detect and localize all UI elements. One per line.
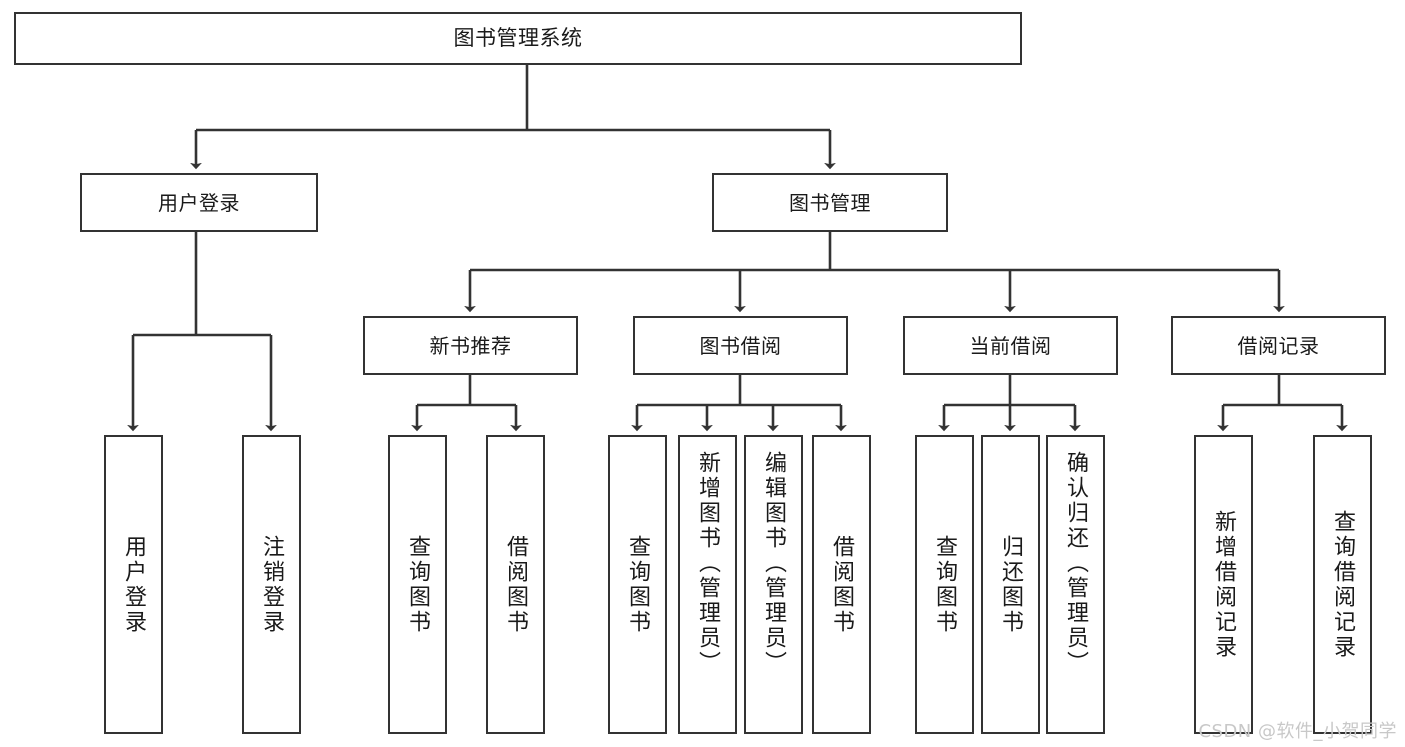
node-label: 查询图书: [625, 534, 651, 635]
node-label: 查询借阅记录: [1330, 509, 1356, 660]
leaf-borrow-query-book[interactable]: 查询图书: [608, 435, 667, 734]
node-label: 借阅记录: [1237, 333, 1320, 358]
leaf-borrow-borrow-book[interactable]: 借阅图书: [812, 435, 871, 734]
leaf-current-confirm-return-admin[interactable]: 确认归还（管理员）: [1046, 435, 1105, 734]
node-book-management[interactable]: 图书管理: [712, 173, 948, 232]
node-label: 用户登录: [158, 190, 240, 215]
leaf-borrow-add-book-admin[interactable]: 新增图书（管理员）: [678, 435, 737, 734]
node-label: 新增借阅记录: [1211, 509, 1237, 660]
leaf-user-login-signout[interactable]: 注销登录: [242, 435, 301, 734]
node-label: 当前借阅: [969, 333, 1052, 358]
node-label: 查询图书: [932, 534, 958, 635]
node-label: 查询图书: [405, 534, 431, 635]
node-label: 借阅图书: [829, 534, 855, 635]
leaf-recommend-query-book[interactable]: 查询图书: [388, 435, 447, 734]
leaf-recommend-borrow-book[interactable]: 借阅图书: [486, 435, 545, 734]
node-label: 新增图书（管理员）: [695, 451, 721, 676]
node-user-login[interactable]: 用户登录: [80, 173, 318, 232]
leaf-current-query-book[interactable]: 查询图书: [915, 435, 974, 734]
node-label: 新书推荐: [429, 333, 512, 358]
node-label: 图书借阅: [699, 333, 782, 358]
node-label: 图书管理系统: [453, 25, 583, 50]
node-new-book-recommend[interactable]: 新书推荐: [363, 316, 578, 375]
node-current-borrow[interactable]: 当前借阅: [903, 316, 1118, 375]
leaf-user-login-signin[interactable]: 用户登录: [104, 435, 163, 734]
node-label: 注销登录: [259, 534, 285, 635]
node-root-system[interactable]: 图书管理系统: [14, 12, 1022, 65]
leaf-current-return-book[interactable]: 归还图书: [981, 435, 1040, 734]
csdn-watermark: CSDN @软件_小贺同学: [1198, 721, 1397, 742]
node-borrow-records[interactable]: 借阅记录: [1171, 316, 1386, 375]
node-label: 归还图书: [998, 534, 1024, 635]
node-label: 确认归还（管理员）: [1063, 451, 1089, 676]
node-label: 编辑图书（管理员）: [761, 451, 787, 676]
node-label: 借阅图书: [503, 534, 529, 635]
leaf-borrow-edit-book-admin[interactable]: 编辑图书（管理员）: [744, 435, 803, 734]
node-book-borrow[interactable]: 图书借阅: [633, 316, 848, 375]
node-label: 用户登录: [121, 534, 147, 635]
leaf-records-add-record[interactable]: 新增借阅记录: [1194, 435, 1253, 734]
leaf-records-query-record[interactable]: 查询借阅记录: [1313, 435, 1372, 734]
node-label: 图书管理: [789, 190, 871, 215]
